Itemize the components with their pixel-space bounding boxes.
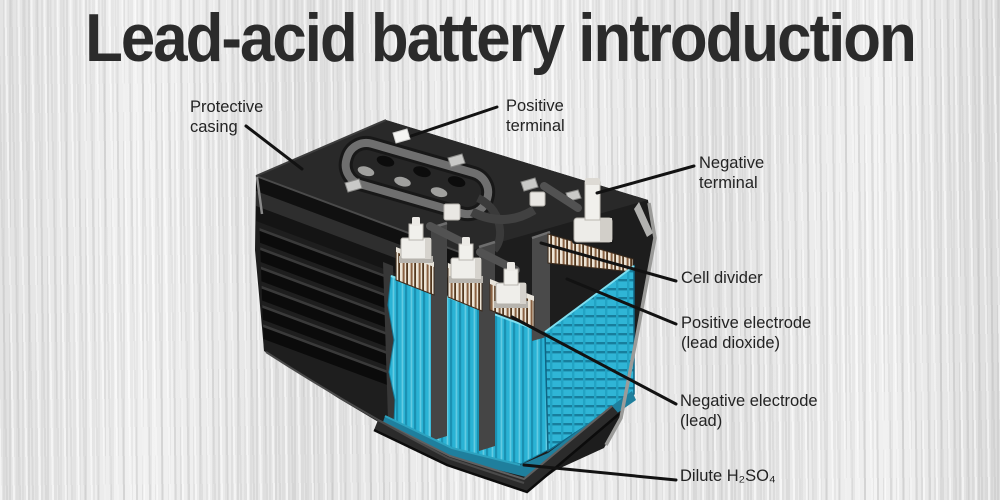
label-line: Protective bbox=[190, 98, 264, 116]
label-line: Positive bbox=[506, 97, 564, 115]
terminal-posts bbox=[399, 217, 528, 308]
leader-cell-divider bbox=[539, 241, 678, 283]
casing-ribbed-face bbox=[259, 214, 391, 428]
label-line: (lead dioxide) bbox=[681, 334, 781, 353]
label-line: terminal bbox=[506, 117, 565, 136]
label-line: Negative electrode bbox=[680, 392, 818, 410]
vent-cap bbox=[344, 178, 363, 193]
connector-strap bbox=[540, 182, 582, 212]
leader-negative-terminal bbox=[595, 164, 696, 195]
terminal-post bbox=[449, 237, 483, 283]
label-line: terminal bbox=[699, 174, 758, 193]
vent-cap bbox=[520, 177, 539, 192]
label-line: Dilute H₂SO₄ bbox=[680, 467, 776, 485]
label-negative-electrode: Negative electrode (lead) bbox=[680, 391, 818, 431]
page-title: Lead-acid battery introduction bbox=[85, 0, 917, 76]
vent-cap bbox=[447, 153, 466, 168]
electrolyte-surface-highlight bbox=[384, 415, 521, 466]
label-electrolyte: Dilute H₂SO₄ bbox=[680, 466, 776, 486]
cut-rim-highlights bbox=[265, 202, 657, 484]
terminal-post bbox=[399, 217, 433, 263]
label-line: Positive electrode bbox=[681, 314, 812, 332]
leader-protective-casing bbox=[244, 124, 304, 171]
leader-negative-electrode bbox=[510, 315, 678, 406]
terminal-post bbox=[494, 262, 528, 308]
leader-positive-electrode bbox=[565, 277, 678, 326]
label-line: Negative bbox=[699, 154, 765, 172]
label-protective-casing: Protective casing bbox=[190, 97, 263, 137]
positive-terminal-marker bbox=[392, 128, 411, 144]
label-line: casing bbox=[190, 118, 238, 137]
label-positive-electrode: Positive electrode (lead dioxide) bbox=[681, 313, 811, 353]
terminal-post-back bbox=[443, 203, 461, 221]
leader-electrolyte bbox=[522, 463, 678, 482]
label-negative-terminal: Negative terminal bbox=[699, 153, 764, 193]
carry-handle bbox=[338, 135, 537, 253]
label-line: Cell divider bbox=[681, 269, 763, 287]
cell-divider-walls bbox=[430, 221, 551, 451]
vent-caps bbox=[344, 153, 582, 202]
cell-divider-wall bbox=[431, 223, 447, 441]
negative-terminal-post bbox=[572, 178, 614, 244]
connector-strap bbox=[426, 222, 470, 248]
terminal-post-back bbox=[529, 191, 546, 207]
label-line: (lead) bbox=[680, 412, 723, 431]
cell-divider-wall bbox=[532, 232, 550, 341]
label-cell-divider: Cell divider bbox=[681, 268, 763, 288]
leader-lines bbox=[244, 105, 696, 482]
leader-positive-terminal bbox=[409, 105, 499, 138]
label-positive-terminal: Positive terminal bbox=[506, 96, 565, 136]
